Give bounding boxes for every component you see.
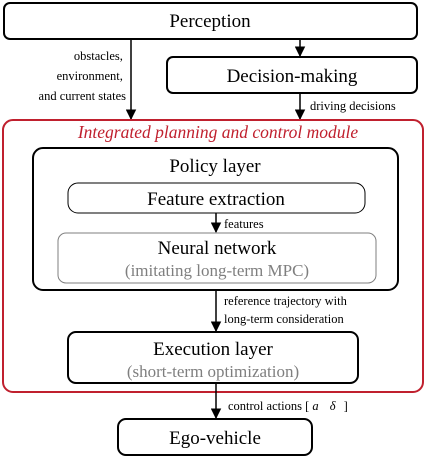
- neural-network-label: Neural network: [158, 238, 277, 259]
- feature-extraction-node: Feature extraction: [67, 182, 366, 214]
- module-title: Integrated planning and control module: [77, 122, 359, 142]
- neural-network-node: Neural network (imitating long-term MPC): [57, 232, 377, 284]
- execution-layer-label: Execution layer: [153, 339, 273, 360]
- obstacles-line-3: and current states: [39, 89, 127, 103]
- obstacles-line-1: obstacles,: [74, 49, 123, 63]
- features-label: features: [224, 217, 264, 231]
- neural-network-subtitle: (imitating long-term MPC): [125, 261, 309, 280]
- execution-layer-node: Execution layer (short-term optimization…: [67, 331, 359, 384]
- reference-trajectory-label: reference trajectory with long-term cons…: [224, 294, 350, 326]
- driving-decisions-label: driving decisions: [310, 99, 396, 113]
- reference-trajectory-line-2: long-term consideration: [224, 312, 345, 326]
- integrated-module: Integrated planning and control module: [2, 119, 424, 393]
- control-actions-prefix: control actions [: [228, 399, 309, 413]
- decision-making-label: Decision-making: [227, 66, 358, 87]
- control-actions-delta: δ: [330, 399, 336, 413]
- reference-trajectory-line-1: reference trajectory with: [224, 294, 348, 308]
- ego-vehicle-label: Ego-vehicle: [169, 428, 261, 449]
- control-actions-label: control actions [ a δ ]: [228, 399, 348, 413]
- obstacles-line-2: environment,: [57, 69, 123, 83]
- decision-making-node: Decision-making: [166, 56, 418, 94]
- ego-vehicle-node: Ego-vehicle: [117, 418, 313, 456]
- execution-layer-subtitle: (short-term optimization): [127, 362, 299, 381]
- policy-layer-label: Policy layer: [169, 156, 261, 177]
- obstacles-label: obstacles, environment, and current stat…: [39, 49, 127, 103]
- control-actions-a: a: [312, 399, 318, 413]
- feature-extraction-label: Feature extraction: [147, 189, 285, 210]
- control-actions-suffix: ]: [344, 399, 348, 413]
- perception-label: Perception: [169, 11, 251, 32]
- perception-node: Perception: [3, 2, 418, 40]
